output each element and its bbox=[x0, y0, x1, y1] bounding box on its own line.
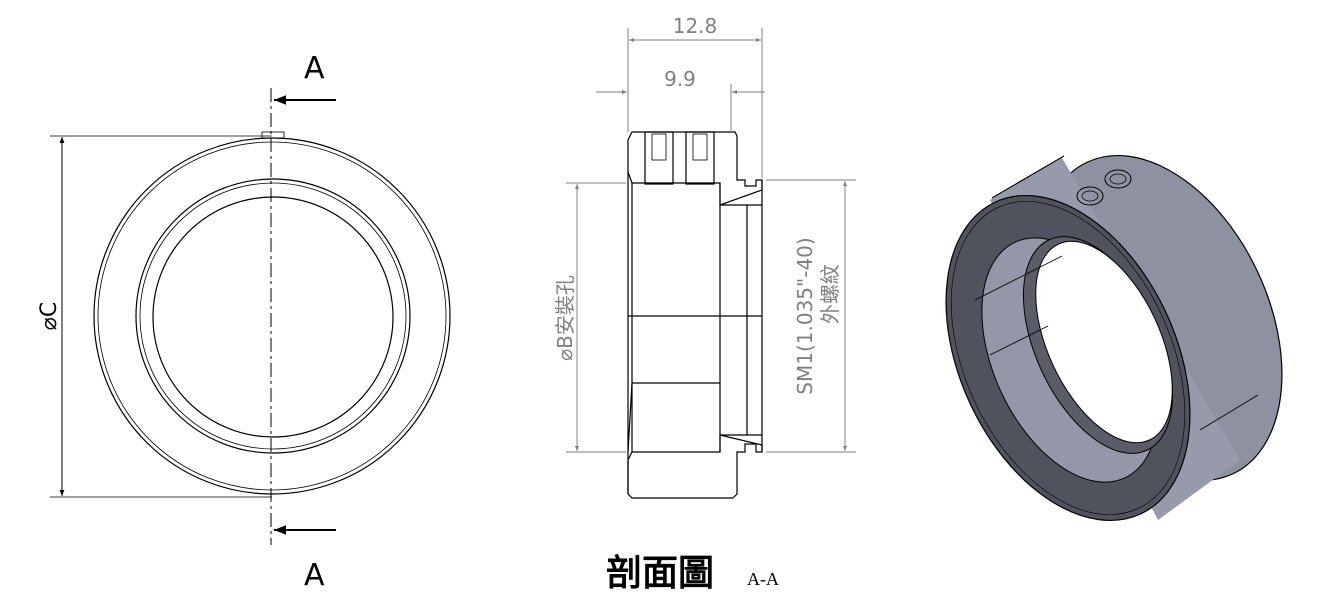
section-title-suffix: A-A bbox=[747, 569, 779, 589]
through-hole bbox=[1035, 240, 1173, 444]
chamfer-edge bbox=[950, 201, 1186, 515]
set-screw-socket bbox=[692, 133, 708, 161]
set-screw-2 bbox=[685, 131, 715, 185]
split-line bbox=[989, 325, 1049, 356]
hatched-section-bottom bbox=[627, 434, 763, 499]
set-screw-top bbox=[261, 131, 285, 139]
thread-label-line2: 外螺紋 bbox=[818, 264, 842, 324]
thread-label-line1: SM1(1.035"-40) bbox=[793, 237, 817, 394]
bore-label: ⌀B安裝孔 bbox=[553, 275, 577, 361]
dim-12-8-label: 12.8 bbox=[673, 14, 718, 38]
section-view: 12.8 9.9 ⌀B安裝孔 SM1(1.035"-40) 外螺紋 剖面圖 A-… bbox=[553, 14, 856, 594]
chamfer-circle bbox=[97, 141, 447, 491]
hatched-section-top bbox=[627, 131, 763, 206]
set-screw-socket bbox=[651, 133, 667, 161]
section-label-top: A bbox=[304, 51, 325, 86]
split-line bbox=[974, 255, 1063, 301]
section-title: 剖面圖 bbox=[606, 553, 714, 594]
split-line bbox=[1199, 394, 1259, 431]
outer-circle bbox=[93, 137, 451, 495]
dim-9-9-label: 9.9 bbox=[664, 67, 696, 91]
set-screw-1 bbox=[644, 131, 674, 185]
section-label-bottom: A bbox=[304, 558, 325, 593]
isometric-view bbox=[945, 154, 1283, 522]
bore-circle bbox=[152, 196, 394, 438]
front-view: A A ⌀C bbox=[37, 51, 451, 593]
inner-ring-circle bbox=[135, 178, 411, 454]
taper-line bbox=[627, 382, 633, 453]
diameter-c-label: ⌀C bbox=[37, 302, 62, 331]
silhouette-edge bbox=[991, 155, 1065, 199]
set-screw-hole-1 bbox=[1076, 186, 1104, 206]
set-screw-hole-2 bbox=[1104, 169, 1132, 189]
inner-ring-edge bbox=[139, 182, 407, 450]
